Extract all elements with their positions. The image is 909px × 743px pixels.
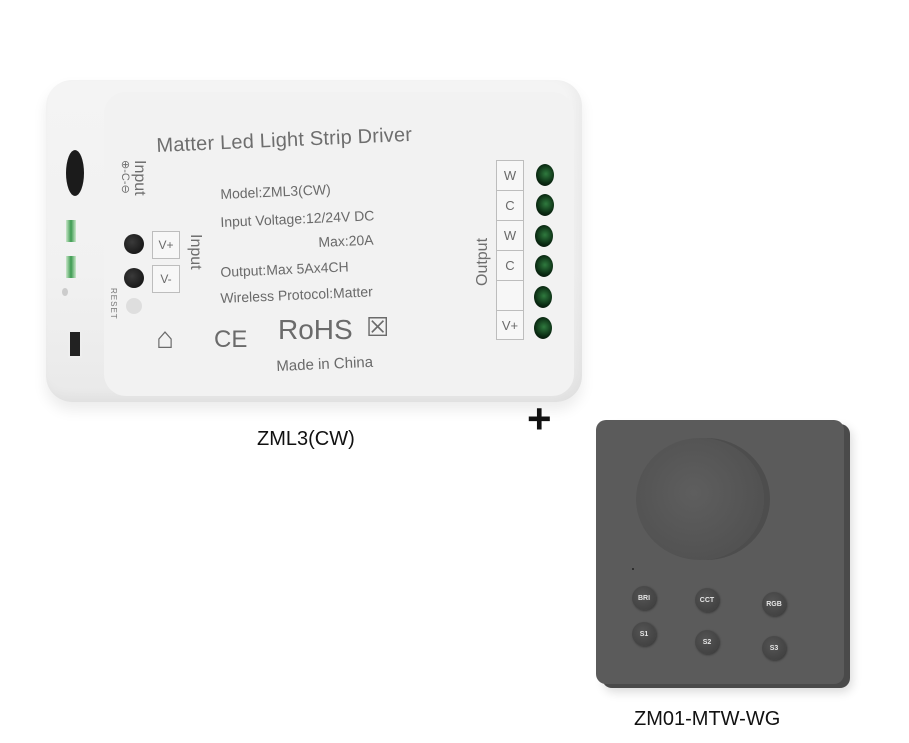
output-label: Output [474,237,491,286]
rohs-mark: RoHS [278,314,353,345]
input-terminal-vminus: V- [152,265,180,293]
output-screw-4 [535,255,553,277]
side-slot [68,330,82,358]
terminal-input-label: Input [187,234,204,270]
s1-button[interactable]: S1 [632,622,656,646]
dc-input-label: Input [131,160,148,196]
output-terminal-blank [496,280,524,310]
output-screw-2 [536,194,554,216]
output-screw-5 [534,286,552,308]
led-indicator [62,288,68,296]
green-connector-1 [66,220,76,242]
plus-sign: + [527,395,552,442]
rgb-button[interactable]: RGB [762,592,786,616]
reset-button[interactable] [126,298,142,314]
output-screw-6 [534,317,552,339]
output-terminal-w1: W [496,160,524,190]
remote-caption: ZM01-MTW-WG [634,708,781,730]
s2-button[interactable]: S2 [695,630,719,654]
weee-icon: ☒ [366,312,390,342]
output-screw-1 [536,164,554,186]
green-connector-2 [66,256,76,278]
spec-max-current: Max:20A [318,231,374,250]
indicator-dot [632,568,634,570]
output-screw-3 [535,225,553,247]
output-terminal-column: W C W C V+ [496,160,524,340]
driver-face-panel [104,92,574,396]
s3-button[interactable]: S3 [762,636,786,660]
output-terminal-c1: C [496,190,524,220]
reset-label: RESET [109,288,118,320]
output-terminal-w2: W [496,220,524,250]
rotary-knob[interactable] [636,438,764,560]
output-terminal-vplus: V+ [496,310,524,340]
input-terminal-vplus: V+ [152,231,180,259]
output-terminal-c2: C [496,250,524,280]
dc-jack-port [66,150,84,196]
driver-caption: ZML3(CW) [257,428,355,450]
home-icon: ⌂ [156,322,175,355]
input-screw-vminus [124,268,144,288]
bri-button[interactable]: BRI [632,586,656,610]
ce-mark: CE [214,326,248,353]
cct-button[interactable]: CCT [695,588,719,612]
input-screw-vplus [124,234,144,254]
